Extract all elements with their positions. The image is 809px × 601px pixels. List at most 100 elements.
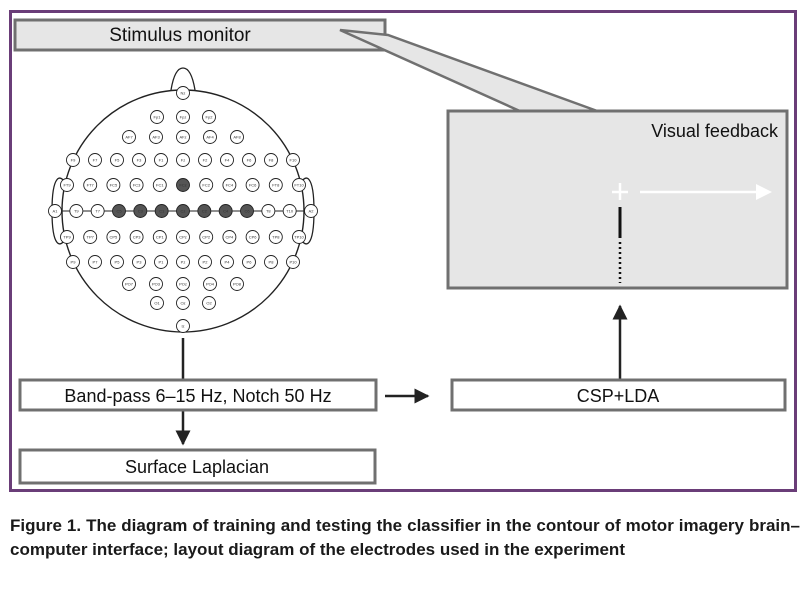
electrode-label-afz: AFz	[179, 135, 186, 140]
electrode-fc6	[245, 178, 260, 192]
electrode-label-tp7: TP7	[87, 235, 95, 240]
fixation-cross-icon	[612, 183, 628, 200]
electrode-label-a2: A2	[309, 209, 315, 214]
electrode-label-po8: PO8	[233, 282, 242, 287]
electrode-label-poz: POz	[179, 282, 187, 287]
electrode-c3	[133, 204, 148, 218]
electrode-label-fc6: FC6	[249, 183, 257, 188]
electrode-c4	[218, 204, 233, 218]
electrode-label-p10: P10	[289, 260, 297, 265]
figure-caption: Figure 1. The diagram of training and te…	[10, 516, 800, 559]
feedback-arrow-icon	[640, 184, 772, 200]
electrode-label-fp2: Fp2	[206, 115, 214, 120]
electrode-label-tp10: TP10	[294, 235, 304, 240]
electrode-label-fp1: Fp1	[154, 115, 162, 120]
electrode-t8	[261, 204, 276, 218]
electrode-label-c6: C6	[244, 209, 250, 214]
electrode-label-a1: A1	[53, 209, 59, 214]
electrode-ft9	[60, 178, 74, 192]
electrode-label-cp6: CP6	[249, 235, 258, 240]
electrode-label-ft10: FT10	[294, 183, 304, 188]
electrode-cp4	[222, 230, 237, 244]
bandpass-label: Band-pass 6–15 Hz, Notch 50 Hz	[64, 386, 331, 406]
stimulus-monitor-box: Stimulus monitor	[13, 18, 387, 52]
electrode-cp6	[245, 230, 260, 244]
electrode-label-fc5: FC5	[110, 183, 118, 188]
electrode-po3	[149, 277, 163, 291]
electrode-p5	[110, 255, 124, 269]
electrode-f2	[198, 153, 212, 167]
electrode-fc5	[106, 178, 121, 192]
electrode-label-p1: P1	[159, 260, 165, 265]
electrode-o1	[150, 296, 164, 310]
electrode-f8	[264, 153, 278, 167]
electrode-p7	[88, 255, 102, 269]
callout-wedge	[339, 28, 601, 114]
surface-laplacian-box: Surface Laplacian	[18, 448, 377, 485]
electrode-fpz	[176, 110, 190, 124]
electrode-fc4	[222, 178, 237, 192]
electrode-f3	[132, 153, 146, 167]
electrode-label-p6: P6	[247, 260, 253, 265]
electrode-f9	[66, 153, 80, 167]
electrode-p9	[66, 255, 80, 269]
electrode-afz	[176, 130, 190, 144]
electrode-label-af8: AF8	[233, 135, 241, 140]
electrode-f4	[220, 153, 234, 167]
electrode-c6	[240, 204, 254, 218]
electrode-cpz	[176, 230, 190, 244]
electrode-label-c4: C4	[223, 209, 229, 214]
electrode-tp10	[292, 230, 306, 244]
electrode-label-tp9: TP9	[63, 235, 71, 240]
electrode-label-af7: AF7	[125, 135, 133, 140]
electrode-label-fz: Fz	[181, 158, 185, 163]
electrode-c2	[197, 204, 212, 218]
electrode-label-f3: F3	[137, 158, 142, 163]
electrode-label-cp1: CP1	[156, 235, 165, 240]
electrode-p10	[286, 255, 300, 269]
electrode-label-c2: C2	[202, 209, 208, 214]
electrode-label-ft7: FT7	[87, 183, 95, 188]
csp-lda-box: CSP+LDA	[450, 378, 787, 412]
electrode-fp1	[150, 110, 164, 124]
electrode-fp2	[202, 110, 216, 124]
electrode-label-c3: C3	[138, 209, 144, 214]
electrode-label-t10: T10	[286, 209, 294, 214]
electrode-c5	[112, 204, 126, 218]
electrode-label-f2: F2	[203, 158, 208, 163]
electrode-t9	[69, 204, 84, 218]
electrode-label-fpz: Fpz	[180, 115, 187, 120]
electrode-label-c5: C5	[116, 209, 122, 214]
electrode-label-fc2: FC2	[202, 183, 210, 188]
electrode-label-cp3: CP3	[133, 235, 142, 240]
visual-feedback-screen: Visual feedback	[446, 109, 789, 290]
electrode-label-po3: PO3	[152, 282, 161, 287]
electrode-label-f5: F5	[115, 158, 120, 163]
electrode-p3	[132, 255, 146, 269]
electrode-label-c1: C1	[159, 209, 165, 214]
electrode-label-p5: P5	[115, 260, 121, 265]
electrode-label-p9: P9	[71, 260, 77, 265]
electrode-nz	[176, 86, 190, 100]
electrode-label-ft8: FT8	[272, 183, 280, 188]
electrode-pz	[176, 255, 190, 269]
electrode-label-p2: P2	[203, 260, 209, 265]
electrode-p4	[220, 255, 234, 269]
electrode-label-fcz: FCz	[179, 183, 186, 188]
electrode-label-f9: F9	[71, 158, 76, 163]
electrode-label-cpz: CPz	[179, 235, 187, 240]
electrode-cp3	[129, 230, 144, 244]
electrode-label-t9: T9	[74, 209, 79, 214]
electrode-label-cp4: CP4	[226, 235, 235, 240]
electrode-label-ft9: FT9	[63, 183, 71, 188]
electrode-label-p3: P3	[137, 260, 143, 265]
electrode-label-pz: Pz	[181, 260, 186, 265]
electrode-t7	[90, 204, 105, 218]
electrode-label-cp2: CP2	[202, 235, 211, 240]
electrode-af7	[122, 130, 136, 144]
electrode-ft8	[268, 178, 283, 192]
electrode-c1	[154, 204, 169, 218]
electrode-label-p4: P4	[225, 260, 231, 265]
